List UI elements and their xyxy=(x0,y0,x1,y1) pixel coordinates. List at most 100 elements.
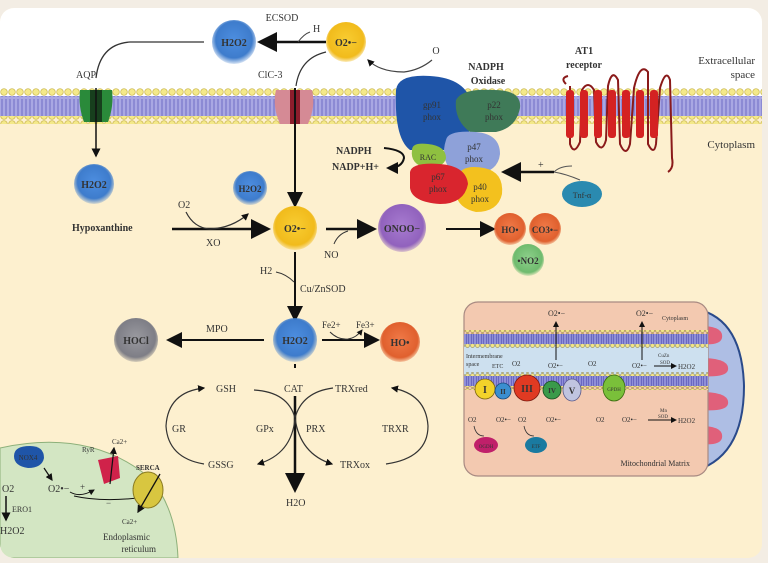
label-p22: p22 xyxy=(487,100,501,110)
label-clc3: ClC-3 xyxy=(258,70,282,81)
ogdh-enzyme xyxy=(474,437,498,453)
label-o2-xo: O2 xyxy=(178,200,190,211)
label-p67: p67 xyxy=(431,172,445,182)
label-sod-mito: SOD xyxy=(660,361,670,366)
p22phox-subunit xyxy=(455,89,521,132)
label-mito-o2r-matrix3: O2•− xyxy=(622,416,637,424)
label-mito-o2-matrix3: O2 xyxy=(596,416,605,424)
label-gp91: gp91 xyxy=(423,100,441,110)
fenton-side-curve xyxy=(329,329,363,340)
label-h2o: H2O xyxy=(286,498,305,509)
nox4-arrow xyxy=(43,467,53,481)
label-aqp: AQP xyxy=(76,70,96,81)
label-rac: RAC xyxy=(420,153,436,162)
ryr-activation-arrow xyxy=(69,489,95,496)
label-h2o2-er: H2O2 xyxy=(0,526,24,537)
label-ero1: ERO1 xyxy=(12,505,32,514)
label-hocl: HOCl xyxy=(123,336,149,347)
h2o2-molecule-left xyxy=(74,164,114,204)
label-h2o2-left: H2O2 xyxy=(81,180,107,191)
label-mito-o2r-top1: O2•− xyxy=(548,309,566,318)
label-ecsod: ECSOD xyxy=(266,13,299,24)
label-co3: CO3•− xyxy=(532,225,558,235)
label-xo: XO xyxy=(206,238,220,249)
at1-receptor xyxy=(562,68,674,173)
label-mn-mito: Mn xyxy=(660,409,667,414)
label-mpo: MPO xyxy=(206,324,228,335)
diagram-frame: Extracellular space Cytoplasm ECSOD H H2… xyxy=(0,8,762,558)
label-at1-receptor: receptor xyxy=(566,60,602,71)
label-mito-matrix: Mitochondrial Matrix xyxy=(620,459,690,468)
nadph-conversion-arrow xyxy=(383,147,406,174)
label-complex-3: III xyxy=(521,384,533,395)
label-cytoplasm: Cytoplasm xyxy=(707,139,755,151)
label-ca-bottom: Ca2+ xyxy=(122,518,137,526)
h2-input-curve xyxy=(297,31,311,43)
label-etc: ETC xyxy=(492,364,503,370)
h2o2-molecule-center xyxy=(273,318,317,362)
label-fe2: Fe2+ xyxy=(322,320,341,330)
label-onoo: ONOO− xyxy=(384,224,421,235)
label-p47: p47 xyxy=(467,142,481,152)
label-er-2: reticulum xyxy=(122,544,157,554)
p67phox-subunit xyxy=(410,163,468,204)
label-p22-phox: phox xyxy=(485,112,504,122)
label-plus-er: + xyxy=(80,482,85,492)
label-gr: GR xyxy=(172,424,186,435)
superoxide-molecule-center xyxy=(273,206,317,250)
h2o2-to-aqp-curve xyxy=(95,41,204,79)
label-mito-o2-ims2: O2 xyxy=(588,360,597,368)
gpdh-enzyme xyxy=(602,374,626,402)
label-minus-er: − xyxy=(106,498,111,508)
label-complex-1: I xyxy=(483,385,487,396)
label-nadph: NADPH xyxy=(336,146,372,157)
label-plus: + xyxy=(538,160,544,171)
mitochondrion xyxy=(463,301,746,477)
label-o2-nadph: O xyxy=(432,46,439,57)
tnf-signal-curve xyxy=(553,171,581,181)
label-h2o2-xo: H2O2 xyxy=(238,184,262,194)
gr-cycle-arrow xyxy=(165,385,206,465)
label-o2-er: O2 xyxy=(2,484,14,495)
hydroxyl-radical-molecule xyxy=(494,213,526,245)
label-mito-o2r-matrix2: O2•− xyxy=(546,416,561,424)
label-mito-o2-matrix1: O2 xyxy=(468,416,477,424)
no-input-curve xyxy=(333,230,349,245)
label-mito-o2r-matrix1: O2•− xyxy=(496,416,511,424)
xo-side-curve xyxy=(185,211,249,230)
label-nadp: NADP+H+ xyxy=(332,162,379,173)
label-p40: p40 xyxy=(473,182,487,192)
label-cat: CAT xyxy=(284,384,303,395)
ryr-channel xyxy=(98,446,120,485)
p47phox-subunit xyxy=(444,131,500,174)
label-h2o2-top: H2O2 xyxy=(221,38,247,49)
peroxynitrite-molecule xyxy=(378,204,426,252)
label-er: Endoplasmic xyxy=(103,532,150,542)
label-cuzn-mito: CuZn xyxy=(658,354,670,359)
label-h2-sod: H2 xyxy=(260,266,272,277)
label-tnf: Tnf-α xyxy=(573,191,592,200)
complex-iii xyxy=(513,374,541,402)
label-mito-o2r-top2: O2•− xyxy=(636,309,654,318)
label-p47-phox: phox xyxy=(465,154,484,164)
complex-ii xyxy=(494,382,512,400)
label-etf: ETF xyxy=(532,445,541,450)
label-gsh: GSH xyxy=(216,384,236,395)
label-cuznsod: Cu/ZnSOD xyxy=(300,284,346,295)
superoxide-molecule-top xyxy=(326,22,366,62)
label-mito-cytoplasm: Cytoplasm xyxy=(662,316,688,322)
o2-to-clc3-curve xyxy=(295,51,327,87)
label-p67-phox: phox xyxy=(429,184,448,194)
label-complex-4: IV xyxy=(548,387,556,395)
label-mito-ims-2: space xyxy=(466,362,480,368)
nox4-enzyme xyxy=(14,446,44,468)
ros-pathway-diagram: Extracellular space Cytoplasm ECSOD H H2… xyxy=(0,13,762,558)
prx-cycle-arrow xyxy=(294,387,334,466)
label-nox4: NOX4 xyxy=(19,454,38,462)
hydroxyl-radical-fenton xyxy=(380,322,420,362)
label-complex-2: II xyxy=(500,388,506,396)
rac-subunit xyxy=(411,143,446,168)
nitrogen-dioxide-molecule xyxy=(512,244,544,276)
h2-sod-curve xyxy=(275,271,295,283)
label-h2o2-mito-1: H2O2 xyxy=(678,363,696,371)
